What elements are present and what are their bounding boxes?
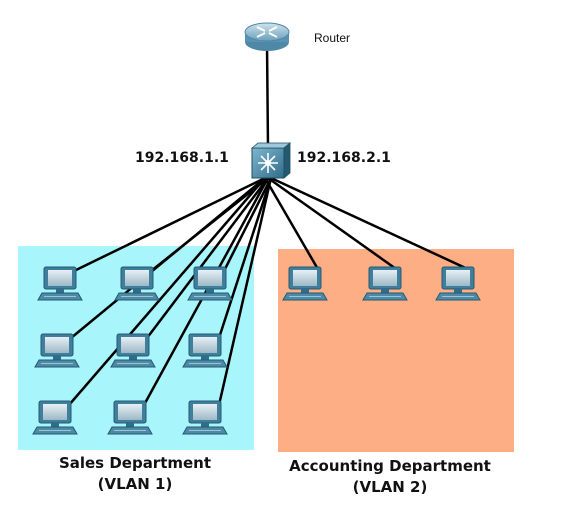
- network-links: [68, 43, 473, 406]
- pc-icon: [187, 266, 233, 301]
- pc-icon: [37, 266, 83, 301]
- pc-link-line: [267, 176, 400, 273]
- vlan2-gateway-ip: 192.168.2.1: [297, 150, 391, 166]
- pc-link-line: [270, 176, 473, 273]
- vlan1-gateway-ip: 192.168.1.1: [135, 150, 229, 166]
- sales-zone-title: Sales Department: [58, 454, 212, 472]
- sales-zone-vlan: (VLAN 1): [97, 475, 173, 493]
- sales-zone-label: Sales Department (VLAN 1): [40, 453, 230, 495]
- pc-icon: [32, 400, 78, 435]
- pc-icon: [114, 266, 160, 301]
- pc-link-line: [70, 177, 266, 339]
- layer3-switch-icon: [250, 142, 292, 179]
- pc-icon: [34, 333, 80, 368]
- pc-icon: [182, 333, 228, 368]
- pc-link-line: [73, 176, 266, 273]
- router-icon: [244, 22, 290, 51]
- pc-link-line: [68, 177, 266, 406]
- pc-link-line: [146, 177, 269, 339]
- pc-icon: [435, 266, 481, 301]
- pc-link-line: [263, 177, 321, 272]
- accounting-zone-label: Accounting Department (VLAN 2): [275, 456, 505, 498]
- pc-icon: [107, 400, 153, 435]
- pc-icon: [182, 400, 228, 435]
- accounting-zone-vlan: (VLAN 2): [352, 478, 428, 496]
- accounting-zone-title: Accounting Department: [289, 457, 491, 475]
- pc-icon: [110, 333, 156, 368]
- pc-link-line: [217, 177, 273, 339]
- pc-icon: [362, 266, 408, 301]
- pc-icon: [282, 266, 328, 301]
- router-label: Router: [314, 31, 351, 45]
- pc-link-line: [222, 177, 273, 272]
- uplink-line: [265, 43, 270, 149]
- pc-group: [32, 266, 481, 435]
